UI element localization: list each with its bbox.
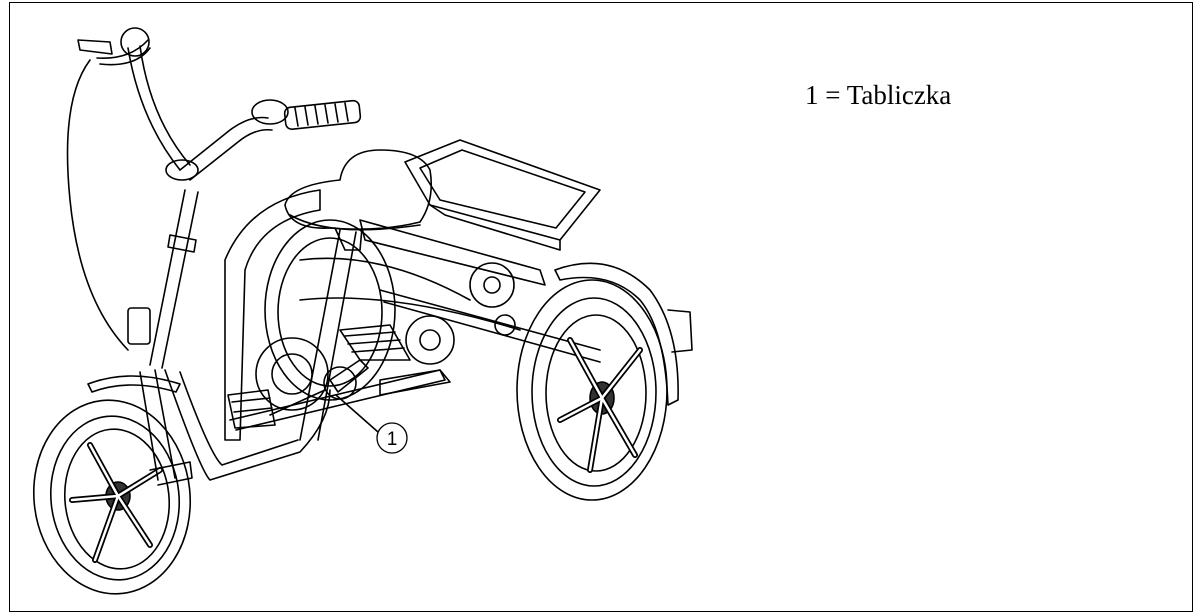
seat <box>284 149 433 251</box>
callout-marker: 1 <box>335 394 408 454</box>
rear-left-wheel <box>224 189 396 441</box>
pedals <box>227 324 411 429</box>
front-wheel <box>32 399 192 595</box>
legend-text: 1 = Tabliczka <box>805 80 952 110</box>
front-fork <box>87 307 193 486</box>
basket <box>404 139 601 251</box>
callout-number: 1 <box>387 429 398 450</box>
tricycle-frame <box>164 229 521 481</box>
rear-right-wheel <box>516 262 693 501</box>
handlebar <box>66 27 362 369</box>
diagram-frame <box>9 2 1193 612</box>
drivetrain <box>359 219 601 365</box>
